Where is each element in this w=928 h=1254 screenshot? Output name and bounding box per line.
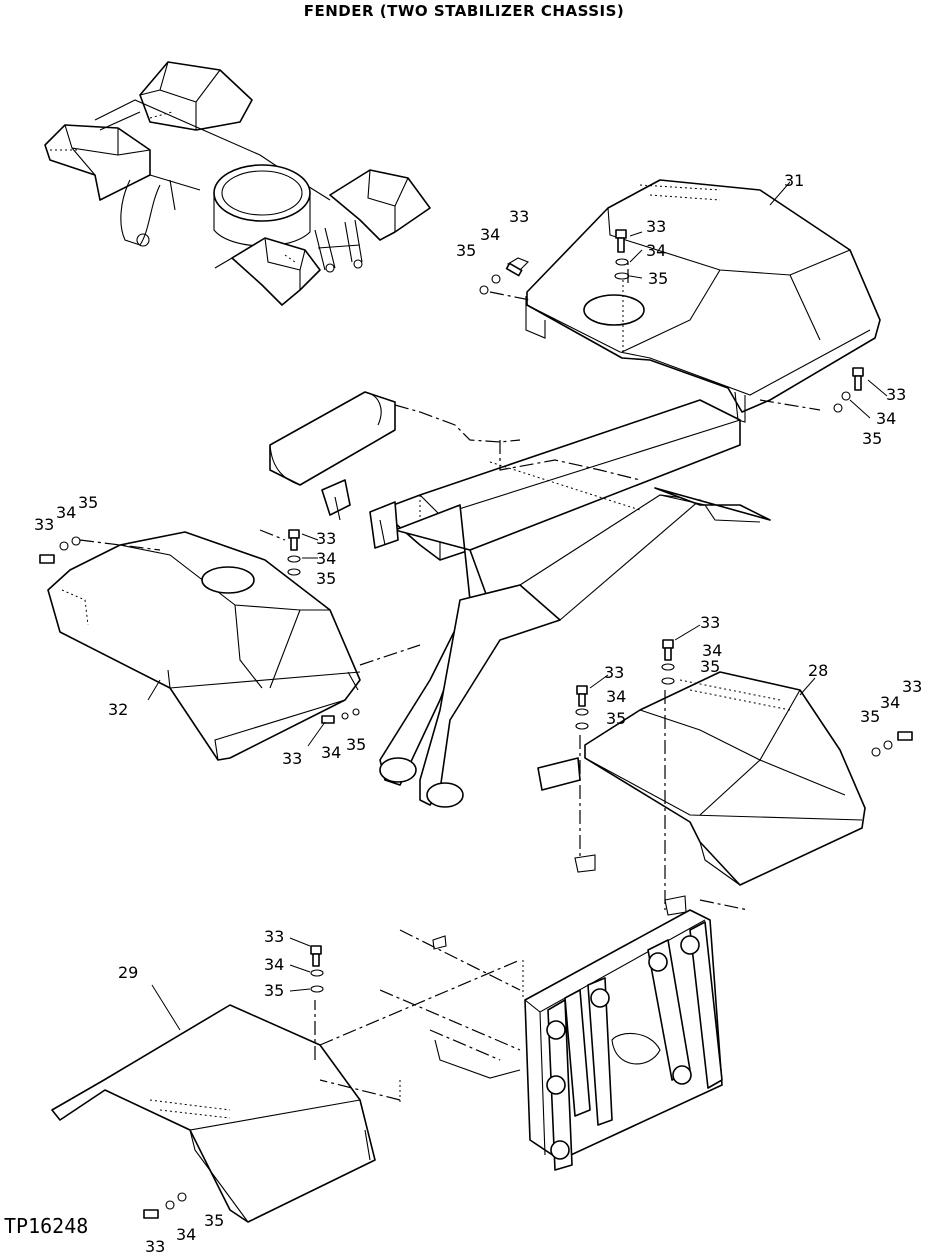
callout-33: 33 <box>646 217 666 236</box>
callout-labels: 31 33 34 35 33 34 35 33 34 35 33 34 35 3… <box>34 171 922 1254</box>
image-reference-code: TP16248 <box>4 1214 89 1238</box>
callout-35: 35 <box>648 269 668 288</box>
hardware-set <box>39 229 913 1219</box>
callout-33: 33 <box>264 927 284 946</box>
callout-33: 33 <box>604 663 624 682</box>
callout-34: 34 <box>321 743 341 762</box>
callout-33: 33 <box>316 529 336 548</box>
fender-31 <box>489 179 881 423</box>
main-frame <box>269 391 771 808</box>
callout-35: 35 <box>860 707 880 726</box>
callout-33: 33 <box>509 207 529 226</box>
callout-34: 34 <box>876 409 896 428</box>
callout-35: 35 <box>346 735 366 754</box>
fender-29 <box>51 959 521 1223</box>
callout-34: 34 <box>606 687 626 706</box>
callout-33: 33 <box>282 749 302 768</box>
callout-35: 35 <box>204 1211 224 1230</box>
callout-33: 33 <box>34 515 54 534</box>
callout-31: 31 <box>784 171 804 190</box>
callout-35: 35 <box>316 569 336 588</box>
callout-33: 33 <box>886 385 906 404</box>
diagram-title: FENDER (TWO STABILIZER CHASSIS) <box>303 2 625 20</box>
overview-assembly <box>44 61 431 306</box>
callout-33: 33 <box>700 613 720 632</box>
callout-35: 35 <box>456 241 476 260</box>
callout-35: 35 <box>862 429 882 448</box>
callout-35: 35 <box>78 493 98 512</box>
callout-34: 34 <box>316 549 336 568</box>
callout-28: 28 <box>808 661 828 680</box>
fender-28 <box>537 671 866 916</box>
callout-34: 34 <box>176 1225 196 1244</box>
callout-34: 34 <box>56 503 76 522</box>
callout-29: 29 <box>118 963 138 982</box>
callout-34: 34 <box>702 641 722 660</box>
callout-34: 34 <box>480 225 500 244</box>
callout-32: 32 <box>108 700 128 719</box>
callout-34: 34 <box>646 241 666 260</box>
callout-33: 33 <box>902 677 922 696</box>
callout-35: 35 <box>606 709 626 728</box>
callout-34: 34 <box>264 955 284 974</box>
callout-33: 33 <box>145 1237 165 1254</box>
callout-34: 34 <box>880 693 900 712</box>
fender-32 <box>47 529 421 761</box>
callout-35: 35 <box>700 657 720 676</box>
callout-35: 35 <box>264 981 284 1000</box>
lower-frame <box>379 909 723 1171</box>
callout-leaders <box>147 181 888 1031</box>
